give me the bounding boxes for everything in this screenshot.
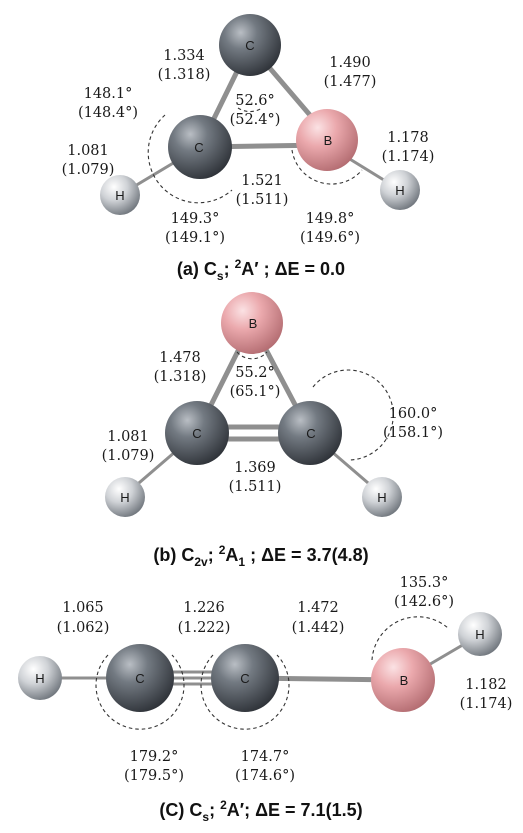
boron-atom-a xyxy=(296,109,358,171)
carbon-atom-right-b xyxy=(278,401,342,465)
angle-hcc: 179.2° xyxy=(130,749,179,765)
atom-label: B xyxy=(400,673,409,688)
bond-length-ch-alt: (1.079) xyxy=(62,162,115,178)
angle-top-alt: (65.1°) xyxy=(230,384,281,400)
boron-atom-b xyxy=(221,292,283,354)
atom-label: H xyxy=(120,490,129,505)
bond-length-bh-alt: (1.174) xyxy=(460,696,513,712)
bond-length-cc: 1.369 xyxy=(234,460,276,476)
atom-label: C xyxy=(306,426,315,441)
bond-length-ch-alt: (1.062) xyxy=(57,620,110,636)
caption-a: (a) Cs; 2A′ ; ΔE = 0.0 xyxy=(177,257,345,283)
bond-length-cc-alt: (1.222) xyxy=(178,620,231,636)
angle-cbh-alt: (142.6°) xyxy=(394,594,454,610)
atom-label: B xyxy=(249,316,258,331)
angle-ccb-alt: (174.6°) xyxy=(235,768,295,784)
angle-hcb-alt: (158.1°) xyxy=(383,425,443,441)
hydrogen-atom-right-b xyxy=(362,477,402,517)
bond-length-cc: 1.226 xyxy=(183,600,225,616)
atom-label: H xyxy=(35,671,44,686)
atom-label: H xyxy=(377,490,386,505)
structure-c: H C C B H 1.065 (1.062) 1.226 (1.222) 1.… xyxy=(18,575,512,824)
structure-b: B C C H H 1.478 (1.318) 55.2° (65.1°) 1.… xyxy=(102,292,443,569)
carbon-atom-left-a xyxy=(168,115,232,179)
atom-label: C xyxy=(194,140,203,155)
angle-arc-hbc-a xyxy=(291,149,363,185)
boron-atom-c xyxy=(371,648,435,712)
carbon-atom-right-c xyxy=(211,644,279,712)
angle-ccb: 174.7° xyxy=(241,749,290,765)
structure-a: C C B H H 1.334 (1.318) 148.1° (148.4°) … xyxy=(62,14,435,283)
angle-ccb-alt: (148.4°) xyxy=(78,105,138,121)
bond-length-ch: 1.065 xyxy=(62,600,104,616)
caption-c: (C) Cs; 2A′; ΔE = 7.1(1.5) xyxy=(159,798,362,824)
bond-length-ch-alt: (1.079) xyxy=(102,448,155,464)
atom-label: C xyxy=(192,426,201,441)
bond-length-ch: 1.081 xyxy=(107,429,149,445)
bond-length-cb: 1.472 xyxy=(297,600,339,616)
hydrogen-atom-right-a xyxy=(380,170,420,210)
carbon-atom-top-a xyxy=(219,14,281,76)
angle-arc-cbh-c xyxy=(371,616,449,661)
atom-label: C xyxy=(240,671,249,686)
atom-label: H xyxy=(115,188,124,203)
angle-hcc-alt: (149.1°) xyxy=(165,230,225,246)
bond-length-cb-base: 1.521 xyxy=(241,173,283,189)
angle-arc-top-a xyxy=(237,107,263,113)
angle-ccb: 148.1° xyxy=(84,86,133,102)
bond-length-cb-base-alt: (1.511) xyxy=(236,192,289,208)
angle-top: 52.6° xyxy=(235,93,275,109)
bond-length-cb-alt: (1.442) xyxy=(292,620,345,636)
angle-arc-ccb-a xyxy=(147,114,233,204)
atom-label: C xyxy=(245,38,254,53)
hydrogen-atom-right-c xyxy=(458,612,502,656)
bond-length-ch: 1.081 xyxy=(67,143,109,159)
angle-top-alt: (52.4°) xyxy=(230,112,281,128)
angle-hcc-alt: (179.5°) xyxy=(124,768,184,784)
angle-hcc: 149.3° xyxy=(171,211,220,227)
angle-hbc: 149.8° xyxy=(306,211,355,227)
atom-label: H xyxy=(475,627,484,642)
bond-length-bc: 1.478 xyxy=(159,350,201,366)
bond-length-cc: 1.334 xyxy=(163,48,205,64)
angle-top: 55.2° xyxy=(235,365,275,381)
bond-length-cc-alt: (1.318) xyxy=(158,67,211,83)
hydrogen-atom-left-b xyxy=(105,477,145,517)
bond-length-bh-alt: (1.174) xyxy=(382,149,435,165)
atom-label: C xyxy=(135,671,144,686)
bond-length-bc-alt: (1.318) xyxy=(154,369,207,385)
bond-length-cc-alt: (1.511) xyxy=(229,479,282,495)
bond-length-bh: 1.182 xyxy=(465,677,507,693)
carbon-atom-left-c xyxy=(106,644,174,712)
angle-arc-hcb-b xyxy=(312,369,394,461)
bond-length-bh: 1.178 xyxy=(387,130,429,146)
angle-hbc-alt: (149.6°) xyxy=(300,230,360,246)
atom-label: H xyxy=(395,183,404,198)
hydrogen-atom-left-c xyxy=(18,656,62,700)
bond-length-cb-top-alt: (1.477) xyxy=(324,74,377,90)
atom-label: B xyxy=(324,133,333,148)
angle-cbh: 135.3° xyxy=(400,575,449,591)
caption-b: (b) C2v; 2A1 ; ΔE = 3.7(4.8) xyxy=(153,543,368,569)
carbon-atom-left-b xyxy=(165,401,229,465)
bond-length-cb-top: 1.490 xyxy=(329,55,371,71)
angle-hcb: 160.0° xyxy=(389,406,438,422)
hydrogen-atom-left-a xyxy=(100,175,140,215)
